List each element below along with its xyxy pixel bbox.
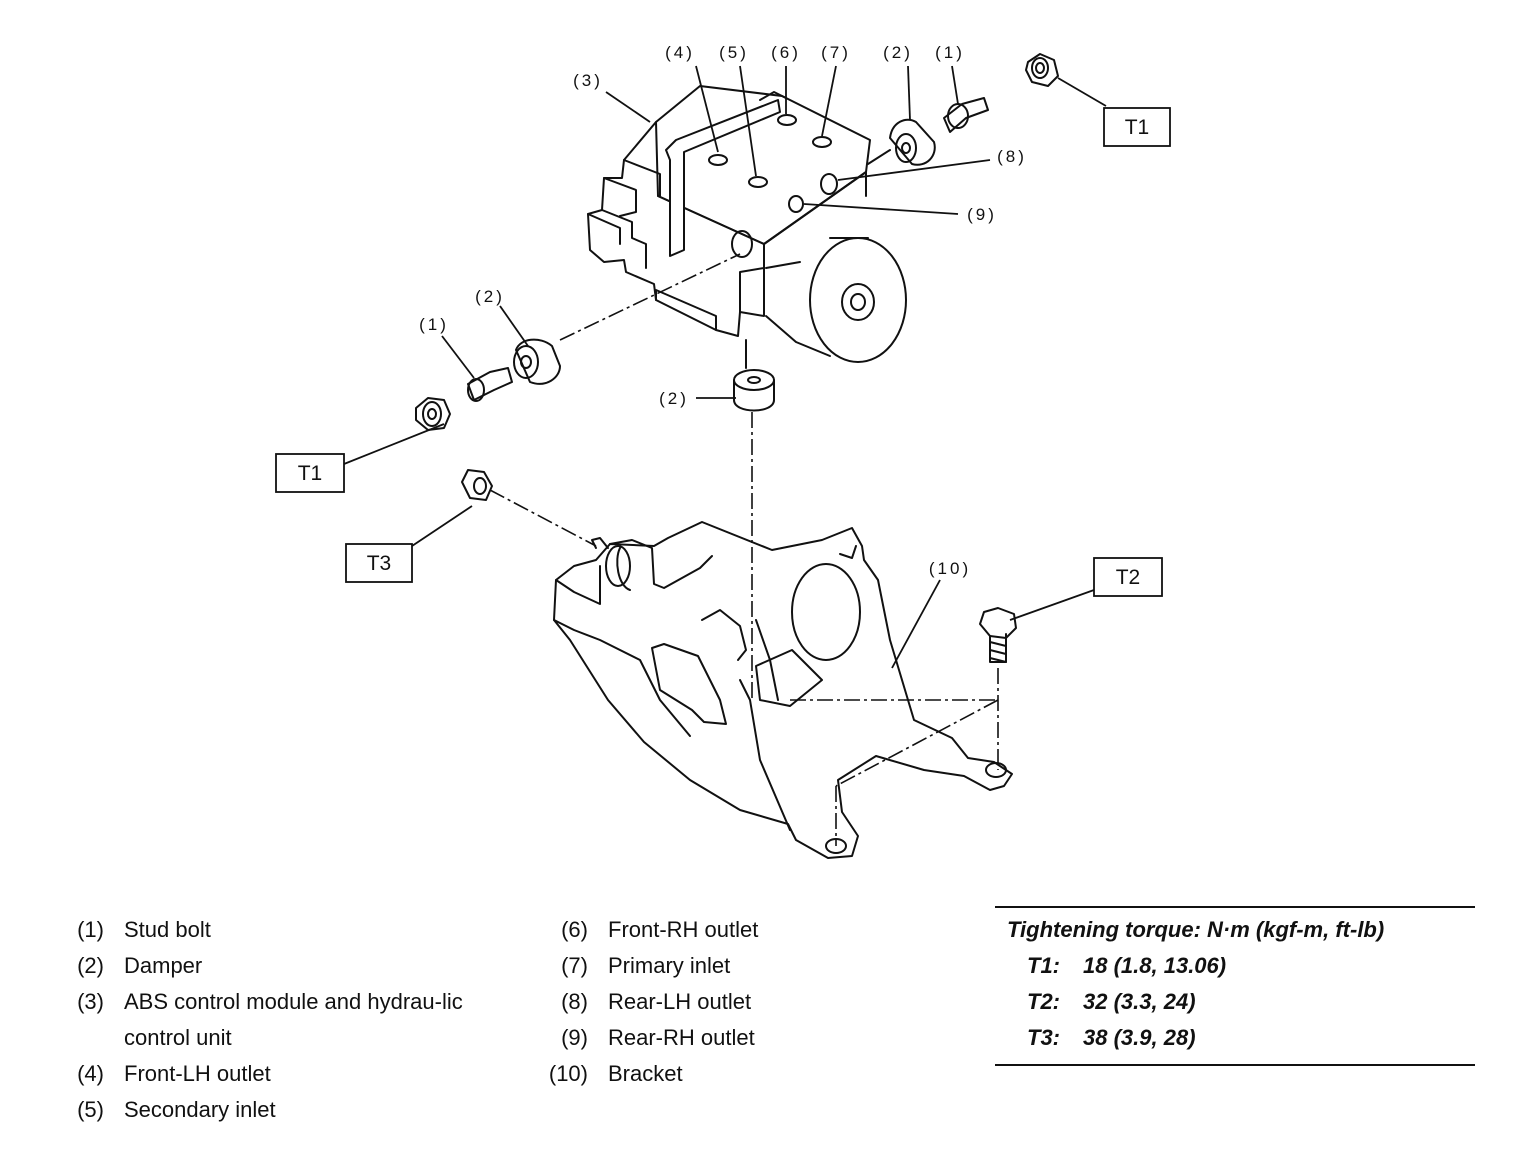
legend-text: Front-LH outlet <box>124 1061 271 1086</box>
t1-left-label: T1 <box>298 462 323 485</box>
torque-spec-table: Tightening torque: N·m (kgf-m, ft-lb) T1… <box>995 906 1475 1066</box>
callout-2-left: (2) <box>475 287 505 306</box>
legend-item: (10) Bracket <box>530 1056 988 1092</box>
callout-3: (3) <box>573 71 603 90</box>
legend-item: (3) ABS control module and hydrau-lic con… <box>46 984 504 1056</box>
callout-2-top: (2) <box>883 43 913 62</box>
torque-row: T1: 18 (1.8, 13.06) <box>995 948 1475 984</box>
torque-key: T3: <box>1027 1025 1060 1050</box>
torque-key: T2: <box>1027 989 1060 1014</box>
callout-6: (6) <box>771 43 801 62</box>
callout-1-top: (1) <box>935 43 965 62</box>
legend-number: (4) <box>77 1061 104 1086</box>
t2-label: T2 <box>1116 566 1141 589</box>
legend-number: (3) <box>77 989 104 1014</box>
legend-text: Rear-RH outlet <box>608 1025 755 1050</box>
callout-7: (7) <box>821 43 851 62</box>
left-fastener-drawing <box>415 338 561 431</box>
torque-value: 18 (1.8, 13.06) <box>1083 953 1227 978</box>
callout-8: (8) <box>997 147 1027 166</box>
legend-number: (2) <box>77 953 104 978</box>
torque-key: T1: <box>1027 953 1060 978</box>
callout-10: (10) <box>929 559 971 578</box>
torque-value: 38 (3.9, 28) <box>1083 1025 1196 1050</box>
legend-item: (4) Front-LH outlet <box>46 1056 504 1092</box>
legend-number: (5) <box>77 1097 104 1122</box>
callout-5: (5) <box>719 43 749 62</box>
exploded-parts-diagram: T1 T1 T3 T2 (3) (4) (5) (6) (7) (2) (1) … <box>275 43 1171 859</box>
legend-item: (2) Damper <box>46 948 504 984</box>
legend-text: Rear-LH outlet <box>608 989 752 1014</box>
legend-text: Damper <box>124 953 203 978</box>
callout-9: (9) <box>967 205 997 224</box>
t2-bolt-drawing <box>979 607 1017 663</box>
legend-item: (9) Rear-RH outlet <box>530 1020 988 1056</box>
legend-number: (1) <box>77 917 104 942</box>
legend-item: (1) Stud bolt <box>46 912 504 948</box>
legend-number: (8) <box>561 989 588 1014</box>
legend-text: Secondary inlet <box>124 1097 276 1122</box>
legend-item: (8) Rear-LH outlet <box>530 984 988 1020</box>
bottom-damper-drawing <box>733 339 775 412</box>
bracket-drawing <box>553 521 1013 859</box>
legend-number: (7) <box>561 953 588 978</box>
top-right-fastener-drawing <box>867 53 1059 166</box>
t1-left-box <box>275 453 345 493</box>
t3-box <box>345 543 413 583</box>
legend-column-right: (6) Front-RH outlet (7) Primary inlet (8) R… <box>530 912 988 1092</box>
torque-row: T2: 32 (3.3, 24) <box>995 984 1475 1020</box>
callout-1-left: (1) <box>419 315 449 334</box>
legend-text: Stud bolt <box>124 917 211 942</box>
t1-top-label: T1 <box>1125 116 1150 139</box>
legend-number: (10) <box>548 1061 588 1086</box>
legend-number: (6) <box>561 917 588 942</box>
abs-hydraulic-unit-drawing <box>587 85 907 363</box>
legend-text: Bracket <box>608 1061 683 1086</box>
legend-text: ABS control module and hydrau-lic contro… <box>124 989 463 1050</box>
callout-4: (4) <box>665 43 695 62</box>
legend-item: (5) Secondary inlet <box>46 1092 504 1128</box>
legend-number: (9) <box>561 1025 588 1050</box>
legend-item: (7) Primary inlet <box>530 948 988 984</box>
assembly-centerlines <box>489 253 999 846</box>
torque-row: T3: 38 (3.9, 28) <box>995 1020 1475 1056</box>
callout-2-bottom: (2) <box>659 389 689 408</box>
t2-box <box>1093 557 1163 597</box>
leader-lines <box>343 65 1107 669</box>
torque-table-title: Tightening torque: N·m (kgf-m, ft-lb) <box>1007 917 1385 942</box>
legend-item: (6) Front-RH outlet <box>530 912 988 948</box>
t1-top-box <box>1103 107 1171 147</box>
legend-column-left: (1) Stud bolt (2) Damper (3) ABS control mo… <box>46 912 504 1128</box>
t3-label: T3 <box>367 552 392 575</box>
legend-text: Front-RH outlet <box>608 917 759 942</box>
torque-value: 32 (3.3, 24) <box>1083 989 1196 1014</box>
t3-nut-drawing <box>461 469 493 501</box>
legend-text: Primary inlet <box>608 953 731 978</box>
